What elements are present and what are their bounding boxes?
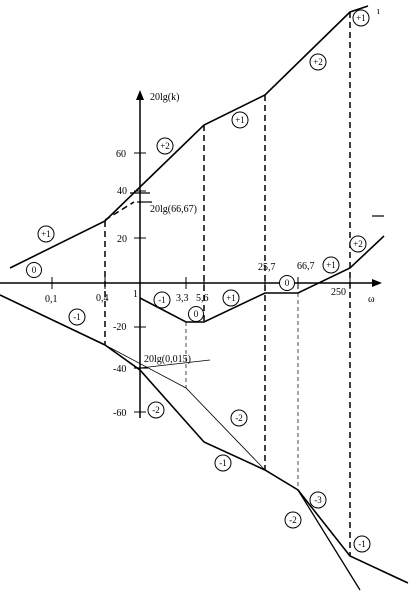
lafc-lower-cross [139,359,211,369]
svg-text:-1: -1 [73,312,81,322]
lafc-lower-steep [297,489,361,591]
svg-text:-1: -1 [358,539,366,549]
y-tick-40: 40 [117,186,127,197]
slope-marker: -1 [353,535,371,553]
thin-guides [185,293,299,490]
lafc-lower-thin [104,344,266,471]
svg-text:+1: +1 [326,260,336,270]
svg-text:+1: +1 [226,293,236,303]
x-tick-1: 1 [133,289,138,300]
y-axis-label: 20lg(k) [150,92,179,103]
y-tick-60: 60 [116,149,126,160]
x-tick-56: 5,6 [196,293,209,304]
svg-text:-2: -2 [235,413,243,423]
x-axis-arrow [372,279,382,287]
slope-marker: 0 [26,262,42,278]
lafc-lower [0,294,409,584]
x-tick-04: 0,4 [96,293,109,304]
svg-text:+2: +2 [160,141,170,151]
slope-marker: +2 [309,53,327,71]
gain-lo-label: 20lg(0,015) [144,354,191,365]
slope-marker: -2 [230,409,248,427]
y-axis-arrow [136,90,144,100]
slope-marker: 0 [279,275,295,291]
x-tick-33: 3,3 [176,293,189,304]
svg-text:+2: +2 [353,239,363,249]
slope-marker: +2 [349,235,367,253]
slope-marker: -2 [147,401,165,419]
slope-marker: -3 [309,491,327,509]
x-tick-250: 250 [331,287,346,298]
slope-marker: 0 [188,306,204,322]
slope-markers-middle: -1 0 +1 0 +1 +2 [153,235,367,322]
x-tick-257: 25,7 [258,262,276,273]
slope-marker: +1 [322,256,340,274]
y-tick-20: 20 [117,234,127,245]
svg-text:+1: +1 [356,13,366,23]
slope-markers-lower: -1 -2 -2 -1 -3 -2 -1 [68,308,371,553]
svg-text:-2: -2 [289,515,297,525]
slope-marker: -1 [68,308,86,326]
axes [0,90,382,418]
slope-marker: +1 [222,289,240,307]
svg-text:+1: +1 [235,115,245,125]
svg-text:+2: +2 [313,57,323,67]
slope-marker: +1 [231,111,249,129]
slope-markers-upper: 0 +1 +2 +1 +2 +1 [26,9,370,278]
top-right-fragment: ι [377,6,380,17]
slope-marker: +2 [156,137,174,155]
x-axis-label: ω [368,294,375,305]
svg-text:0: 0 [194,309,199,319]
x-tick-01: 0,1 [45,294,58,305]
svg-text:-2: -2 [152,405,160,415]
svg-text:-1: -1 [219,458,227,468]
lafc-upper [9,5,369,269]
slope-marker: -1 [214,454,232,472]
svg-text:0: 0 [32,265,37,275]
slope-marker: +1 [37,225,55,243]
y-tick-m60: -60 [113,408,126,419]
slope-marker: -1 [153,291,171,309]
svg-text:+1: +1 [41,229,51,239]
gain-hi-label: 20lg(66,67) [150,204,197,215]
y-tick-m40: -40 [113,364,126,375]
y-tick-m20: -20 [113,322,126,333]
slope-marker: -2 [284,511,302,529]
svg-text:-1: -1 [158,295,166,305]
lafc-middle [139,235,385,323]
svg-text:-3: -3 [314,495,322,505]
slope-marker: +1 [352,9,370,27]
svg-text:0: 0 [285,278,290,288]
dashed-guides [104,12,351,556]
x-tick-667: 66,7 [297,261,315,272]
